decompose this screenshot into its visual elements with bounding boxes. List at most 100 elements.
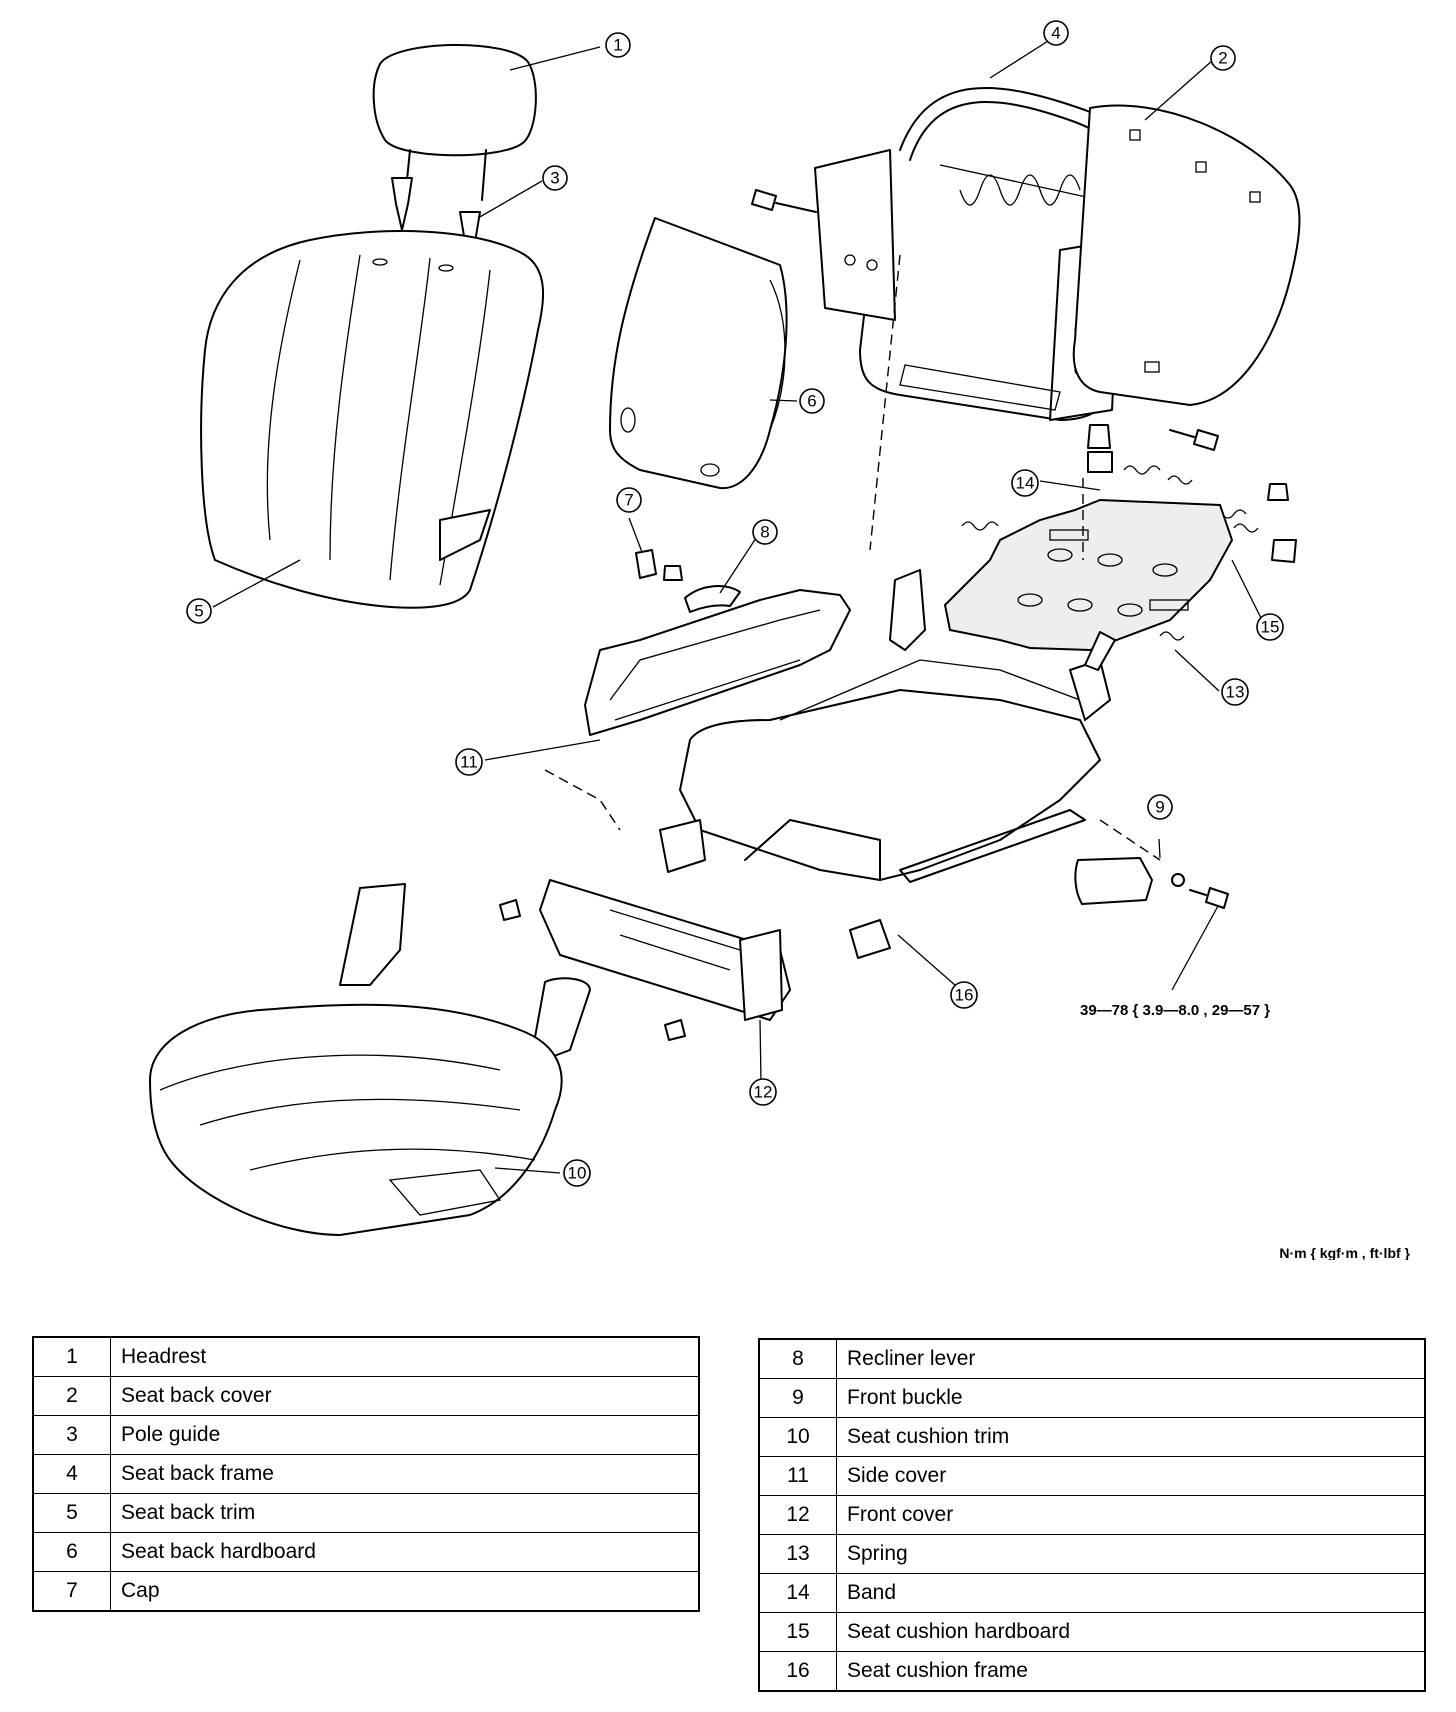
callout-3: 3 xyxy=(542,165,568,191)
part-name: Seat cushion trim xyxy=(836,1417,1426,1457)
seat-back-trim-drawing xyxy=(200,230,545,609)
svg-text:5: 5 xyxy=(194,602,203,621)
svg-text:2: 2 xyxy=(1218,49,1227,68)
part-number: 10 xyxy=(758,1417,837,1457)
side-cover-drawing xyxy=(584,589,851,736)
callout-12: 12 xyxy=(749,1078,777,1106)
svg-text:12: 12 xyxy=(754,1083,773,1102)
part-number: 7 xyxy=(32,1571,111,1612)
seat-cushion-hardboard-drawing xyxy=(943,498,1234,652)
callout-9: 9 xyxy=(1147,794,1173,820)
callout-10: 10 xyxy=(563,1159,591,1187)
part-name: Pole guide xyxy=(110,1415,700,1455)
svg-text:7: 7 xyxy=(624,491,633,510)
callout-1: 1 xyxy=(605,32,631,58)
svg-text:6: 6 xyxy=(807,392,816,411)
seat-back-frame-drawing xyxy=(814,86,1131,421)
part-number: 1 xyxy=(32,1336,111,1377)
svg-text:1: 1 xyxy=(613,36,622,55)
callout-6: 6 xyxy=(799,388,825,414)
front-buckle-drawing xyxy=(1074,857,1229,909)
front-cover-drawing xyxy=(499,879,791,1041)
callout-7: 7 xyxy=(616,487,642,513)
part-number: 8 xyxy=(758,1338,837,1379)
svg-text:3: 3 xyxy=(550,169,559,188)
svg-text:10: 10 xyxy=(568,1164,587,1183)
part-number: 2 xyxy=(32,1376,111,1416)
svg-text:15: 15 xyxy=(1261,618,1280,637)
seat-back-hardboard-drawing xyxy=(609,217,788,490)
svg-text:11: 11 xyxy=(460,753,478,772)
callout-16: 16 xyxy=(950,981,978,1009)
part-name: Spring xyxy=(836,1534,1426,1574)
part-number: 11 xyxy=(758,1456,837,1496)
bolt-drawing xyxy=(751,189,1219,451)
part-name: Seat back trim xyxy=(110,1493,700,1533)
part-name: Band xyxy=(836,1573,1426,1613)
svg-text:16: 16 xyxy=(955,986,974,1005)
seat-cushion-trim-drawing xyxy=(149,883,591,1236)
callout-11: 11 xyxy=(455,748,483,776)
callout-5: 5 xyxy=(186,598,212,624)
part-name: Seat back cover xyxy=(110,1376,700,1416)
part-number: 6 xyxy=(32,1532,111,1572)
part-number: 13 xyxy=(758,1534,837,1574)
part-name: Headrest xyxy=(110,1336,700,1377)
seat-cushion-frame-drawing xyxy=(659,569,1116,959)
units-note: N·m { kgf·m , ft·lbf } xyxy=(1279,1245,1410,1260)
callout-14: 14 xyxy=(1011,469,1039,497)
part-name: Seat back hardboard xyxy=(110,1532,700,1572)
svg-text:13: 13 xyxy=(1226,683,1245,702)
headrest-drawing xyxy=(372,44,537,201)
svg-text:14: 14 xyxy=(1016,474,1035,493)
leader-lines xyxy=(212,35,1264,1174)
seat-back-cover-drawing xyxy=(1072,104,1301,406)
part-number: 14 xyxy=(758,1573,837,1613)
part-name: Front buckle xyxy=(836,1378,1426,1418)
cap-drawing xyxy=(635,549,683,581)
part-name: Side cover xyxy=(836,1456,1426,1496)
svg-text:8: 8 xyxy=(760,523,769,542)
callout-4: 4 xyxy=(1043,20,1069,46)
clip-drawing xyxy=(1087,424,1297,563)
part-number: 9 xyxy=(758,1378,837,1418)
part-number: 3 xyxy=(32,1415,111,1455)
svg-text:4: 4 xyxy=(1051,24,1060,43)
part-name: Front cover xyxy=(836,1495,1426,1535)
part-name: Seat back frame xyxy=(110,1454,700,1494)
part-number: 12 xyxy=(758,1495,837,1535)
callout-2: 2 xyxy=(1210,45,1236,71)
part-number: 16 xyxy=(758,1651,837,1692)
callout-13: 13 xyxy=(1221,678,1249,706)
exploded-seat-diagram: 1 2 3 4 5 6 7 8 9 10 11 12 13 14 15 16 3… xyxy=(149,20,1411,1260)
callout-8: 8 xyxy=(752,519,778,545)
torque-spec: 39—78 { 3.9—8.0 , 29—57 } xyxy=(1080,1002,1270,1019)
part-name: Seat cushion frame xyxy=(836,1651,1426,1692)
recliner-lever-drawing xyxy=(684,585,741,613)
part-number: 15 xyxy=(758,1612,837,1652)
part-name: Seat cushion hardboard xyxy=(836,1612,1426,1652)
part-name: Recliner lever xyxy=(836,1338,1426,1379)
svg-text:9: 9 xyxy=(1155,798,1164,817)
part-name: Cap xyxy=(110,1571,700,1612)
part-number: 5 xyxy=(32,1493,111,1533)
